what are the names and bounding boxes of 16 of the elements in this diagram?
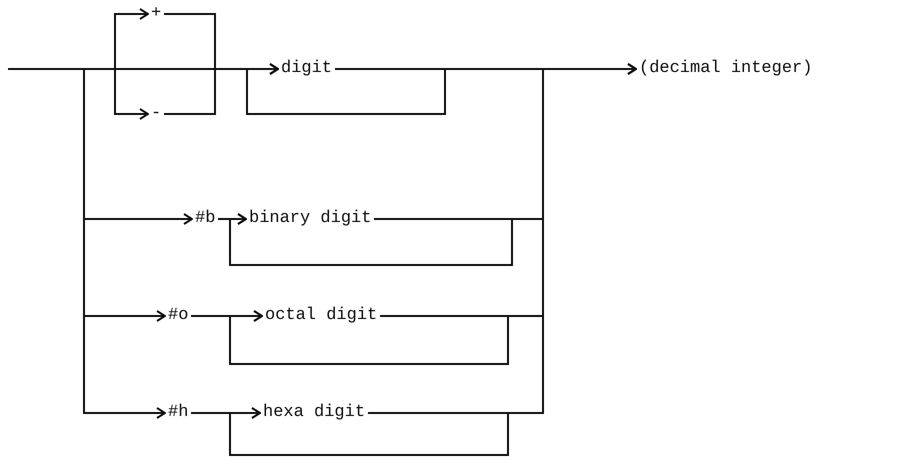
syntax-term: #h	[165, 402, 192, 424]
syntax-term: hexa digit	[260, 402, 368, 424]
syntax-term: #b	[192, 208, 218, 230]
syntax-term: -	[148, 103, 164, 125]
syntax-term: octal digit	[262, 305, 380, 327]
syntax-term: binary digit	[246, 208, 374, 230]
syntax-term: +	[148, 3, 164, 25]
arrow	[229, 407, 509, 456]
syntax-term: #o	[165, 305, 192, 327]
result-label: (decimal integer)	[636, 58, 816, 80]
arrow	[229, 213, 513, 266]
arrow	[229, 310, 509, 365]
arrow	[246, 63, 446, 115]
arrow	[368, 63, 637, 414]
syntax-term: digit	[278, 58, 336, 80]
arrow	[8, 68, 166, 419]
